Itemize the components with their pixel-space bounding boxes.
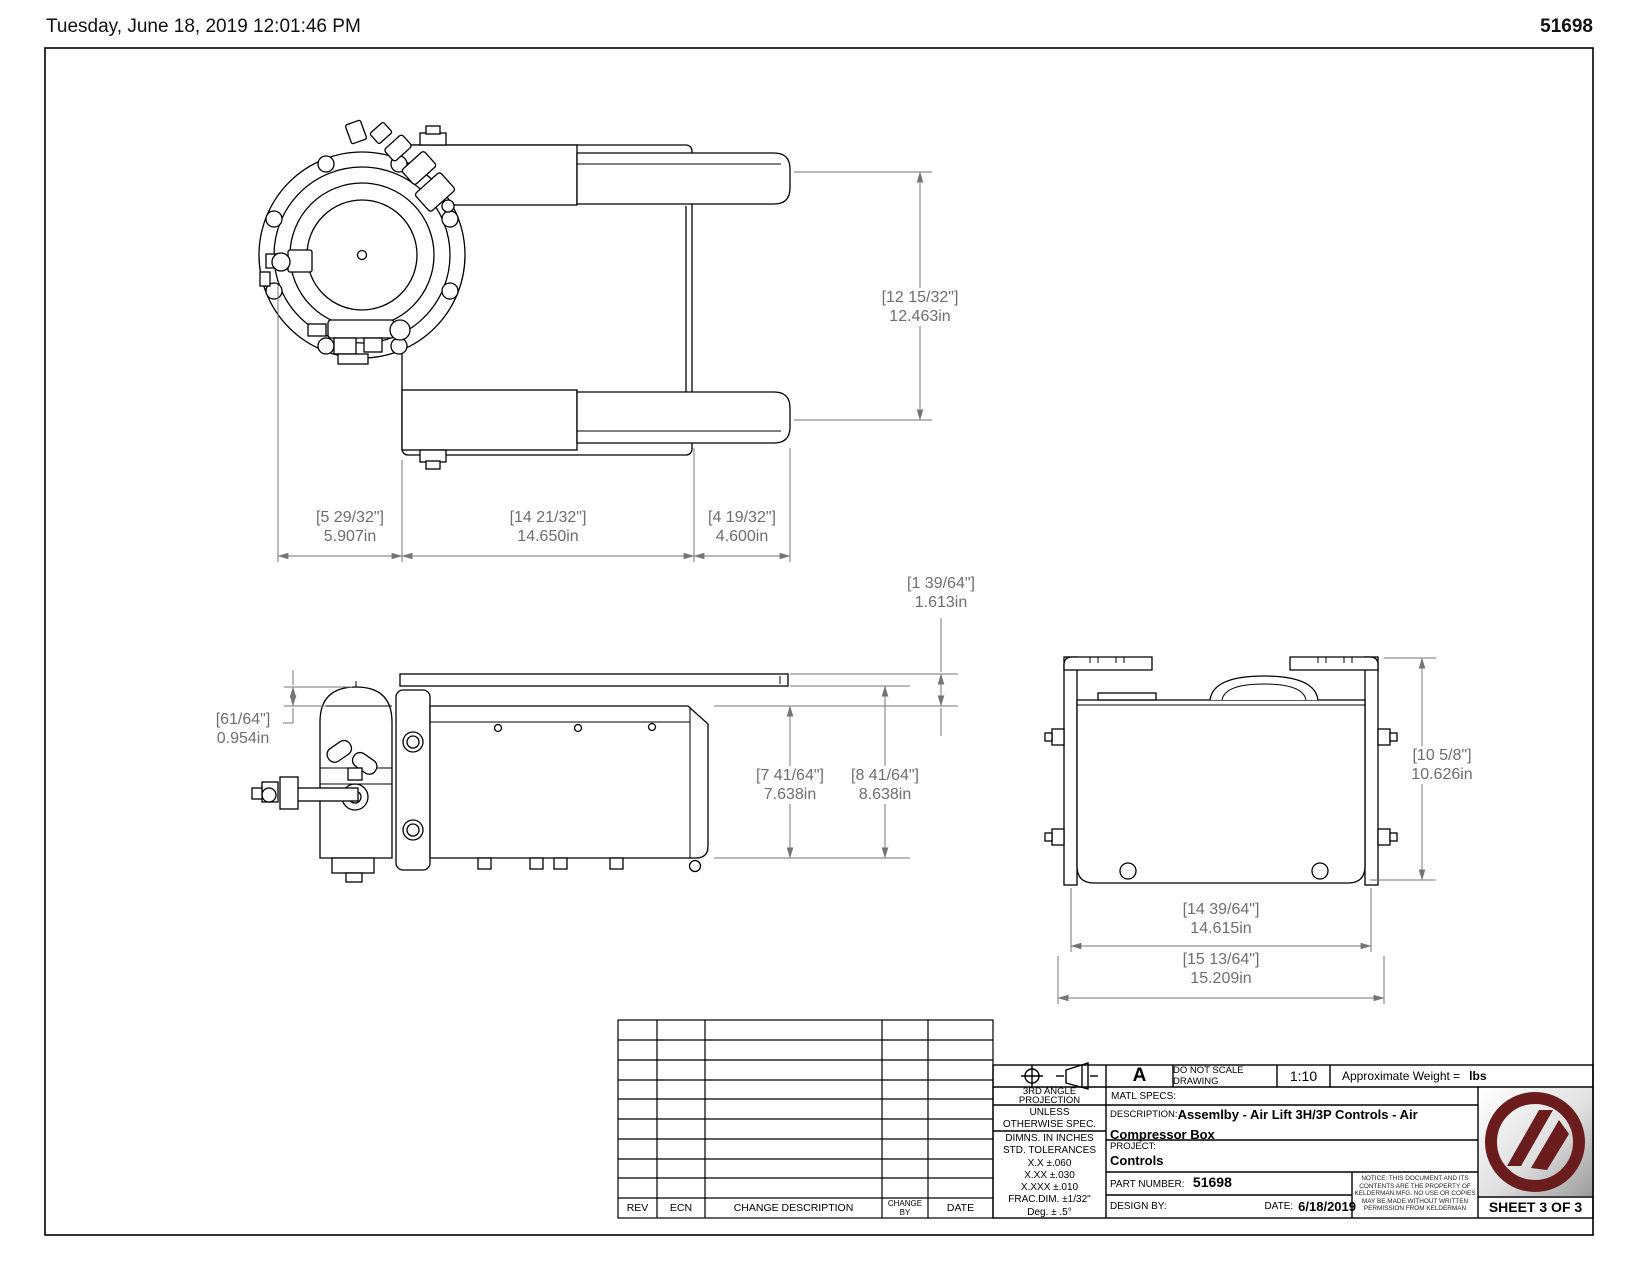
design-by-cell: DESIGN BY: DATE: 6/18/2019 — [1106, 1195, 1362, 1218]
drawing-scale: 1:10 — [1289, 1068, 1318, 1084]
dim-top-left-width: [5 29/32"] 5.907in — [302, 508, 398, 546]
dim-decimal: 14.650in — [517, 528, 579, 545]
document-number: 51698 — [1540, 16, 1593, 37]
dim-fraction: [7 41/64"] — [756, 767, 824, 784]
side-fitting-top — [259, 249, 313, 287]
rev-col-header: REV — [626, 1202, 649, 1214]
dim-fraction: [5 29/32"] — [316, 509, 384, 526]
dim-side-overall-width: [15 13/64"] 15.209in — [1160, 950, 1282, 988]
dim-front-overall-height: [8 41/64"] 8.638in — [841, 766, 929, 804]
dim-front-lid-height: [61/64"] 0.954in — [203, 710, 283, 748]
dim-front-rail-offset: [1 39/64"] 1.613in — [888, 574, 994, 612]
dim-decimal: 1.613in — [914, 594, 968, 611]
dim-fraction: [10 5/8"] — [1412, 747, 1472, 764]
date-label: DATE: — [1264, 1201, 1294, 1212]
ecn-col-header: ECN — [669, 1202, 693, 1214]
projection-symbols — [1021, 1062, 1098, 1090]
dim-top-height: [12 15/32"] 12.463in — [868, 288, 972, 326]
dim-top-middle-width: [14 21/32"] 14.650in — [496, 508, 600, 546]
tolerance-notes: DIMNS. IN INCHES STD. TOLERANCES X.X ±.0… — [1003, 1133, 1096, 1218]
change-description-col-header: CHANGE DESCRIPTION — [733, 1202, 854, 1214]
dim-decimal: 14.615in — [1190, 920, 1252, 937]
dim-side-height: [10 5/8"] 10.626in — [1390, 746, 1494, 784]
dim-decimal: 4.600in — [715, 528, 769, 545]
part-number-cell: PART NUMBER: 51698 — [1106, 1172, 1356, 1195]
revision-table-grid — [617, 1019, 994, 1219]
project-value: Controls — [1110, 1153, 1164, 1168]
date-col-header: DATE — [946, 1202, 975, 1214]
project-cell: PROJECT: Controls — [1106, 1140, 1480, 1171]
dim-fraction: [8 41/64"] — [851, 767, 919, 784]
matl-specs-label: MATL SPECS: — [1111, 1090, 1177, 1102]
do-not-scale-note: DO NOT SCALE DRAWING — [1173, 1065, 1244, 1087]
third-angle-cone-icon — [1056, 1062, 1098, 1090]
front-view — [251, 673, 789, 883]
dim-fraction: [15 13/64"] — [1182, 951, 1260, 968]
approx-weight: Approximate Weight = lbs — [1330, 1065, 1605, 1087]
kelderman-logo — [1479, 1088, 1592, 1196]
dim-fraction: [14 39/64"] — [1182, 901, 1260, 918]
dim-decimal: 15.209in — [1190, 970, 1252, 987]
print-timestamp: Tuesday, June 18, 2019 12:01:46 PM — [46, 16, 361, 37]
flange-bolts — [265, 155, 459, 355]
dim-fraction: [61/64"] — [215, 711, 271, 728]
dim-decimal: 0.954in — [216, 730, 270, 747]
dim-fraction: [1 39/64"] — [907, 575, 975, 592]
weight-label: Approximate Weight = — [1342, 1069, 1461, 1083]
top-view — [258, 119, 791, 470]
description-cell: DESCRIPTION: Assemlby - Air Lift 3H/3P C… — [1106, 1105, 1480, 1142]
dim-fraction: [14 21/32"] — [509, 509, 587, 526]
project-label: PROJECT: — [1110, 1141, 1156, 1152]
projection-label: 3RD ANGLE PROJECTION — [1018, 1085, 1081, 1106]
change-by-col-header: CHANGE BY — [887, 1199, 923, 1217]
dim-decimal: 8.638in — [858, 786, 912, 803]
drawing-border — [44, 47, 1594, 1236]
position-symbol-icon — [1021, 1065, 1043, 1087]
dim-decimal: 12.463in — [889, 308, 951, 325]
title-block-grid — [992, 1064, 1594, 1219]
description-value: Assemlby - Air Lift 3H/3P Controls - Air… — [1110, 1107, 1418, 1142]
design-by-label: DESIGN BY: — [1110, 1201, 1167, 1212]
air-fittings-top — [344, 119, 456, 213]
dim-decimal: 7.638in — [763, 786, 817, 803]
dim-decimal: 10.626in — [1411, 766, 1473, 783]
description-label: DESCRIPTION: — [1110, 1109, 1178, 1120]
part-number-label: PART NUMBER: — [1110, 1179, 1185, 1190]
regulator-fittings-front — [251, 739, 378, 811]
unless-spec-note: UNLESS OTHERWISE SPEC. — [1002, 1107, 1097, 1130]
dim-top-right-width: [4 19/32"] 4.600in — [696, 508, 788, 546]
date-value: 6/18/2019 — [1298, 1199, 1356, 1214]
date-group: DATE: 6/18/2019 — [1264, 1199, 1356, 1214]
side-bolts — [1044, 728, 1398, 846]
side-view — [1044, 656, 1398, 886]
weight-unit: lbs — [1469, 1069, 1487, 1083]
drain-valve-top — [307, 319, 411, 365]
sheet-size: A — [1132, 1065, 1147, 1086]
part-number-value: 51698 — [1192, 1174, 1232, 1190]
property-notice: NOTICE: THIS DOCUMENT AND ITS CONTENTS A… — [1354, 1175, 1476, 1213]
dim-side-base-width: [14 39/64"] 14.615in — [1160, 900, 1282, 938]
dim-decimal: 5.907in — [323, 528, 377, 545]
drain-front — [331, 857, 375, 883]
dim-fraction: [12 15/32"] — [881, 289, 959, 306]
dim-fraction: [4 19/32"] — [708, 509, 776, 526]
sheet-number: SHEET 3 OF 3 — [1488, 1199, 1583, 1215]
dim-front-box-height: [7 41/64"] 7.638in — [746, 766, 834, 804]
